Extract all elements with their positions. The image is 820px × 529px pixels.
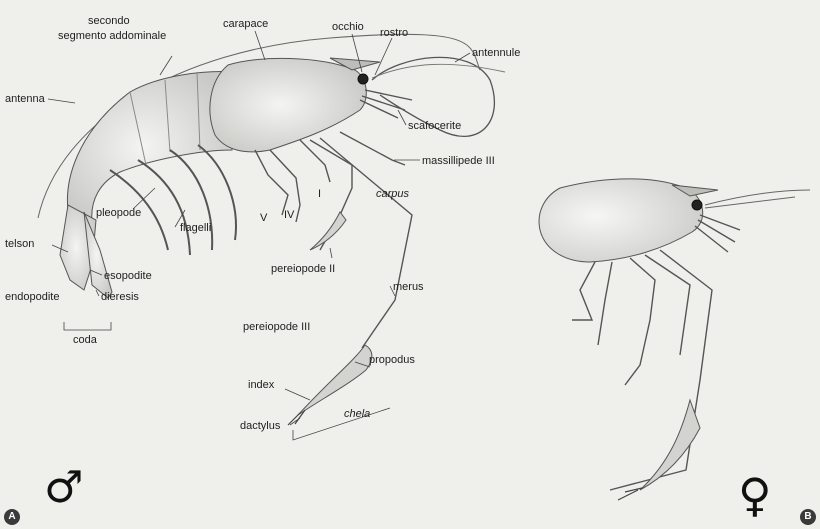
label-leg-i: I <box>318 188 321 201</box>
chela-large <box>298 345 372 415</box>
eye <box>358 74 368 84</box>
label-leg-iv: IV <box>284 209 294 222</box>
label-esopodite: esopodite <box>104 270 152 283</box>
label-dieresis: dieresis <box>101 291 139 304</box>
label-pleopode: pleopode <box>96 207 141 220</box>
label-index: index <box>248 379 274 392</box>
female-shrimp <box>539 179 810 500</box>
female-symbol: ♀ <box>738 472 772 518</box>
chela-b <box>640 400 700 490</box>
panel-a-badge: A <box>4 509 20 525</box>
label-carpus: carpus <box>376 188 409 201</box>
label-propodus: propodus <box>369 354 415 367</box>
male-symbol: ♂ <box>44 466 83 510</box>
panel-b-badge: B <box>800 509 816 525</box>
male-shrimp <box>38 34 505 425</box>
label-endopodite: endopodite <box>5 291 59 304</box>
label-pereiopode-ii: pereiopode II <box>271 263 335 276</box>
eye-b <box>692 200 702 210</box>
label-rostro: rostro <box>380 27 408 40</box>
label-dactylus: dactylus <box>240 420 280 433</box>
label-flagelli: flagelli <box>180 222 211 235</box>
label-occhio: occhio <box>332 21 364 34</box>
chela-small <box>310 212 346 250</box>
label-antennule: antennule <box>472 47 520 60</box>
carapace <box>210 58 366 152</box>
label-coda: coda <box>73 334 97 347</box>
carapace-b <box>539 179 703 262</box>
label-scafocerite: scafocerite <box>408 120 461 133</box>
label-massillipede: massillipede III <box>422 155 495 168</box>
label-telson: telson <box>5 238 34 251</box>
label-carapace: carapace <box>223 18 268 31</box>
label-pereiopode-iii: pereiopode III <box>243 321 310 334</box>
label-secondo: secondo <box>88 15 130 28</box>
label-leg-v: V <box>260 212 267 225</box>
label-antenna: antenna <box>5 93 45 106</box>
label-segmento-addominale: segmento addominale <box>58 30 166 43</box>
label-merus: merus <box>393 281 424 294</box>
abdomen <box>68 72 236 222</box>
label-chela: chela <box>344 408 370 421</box>
